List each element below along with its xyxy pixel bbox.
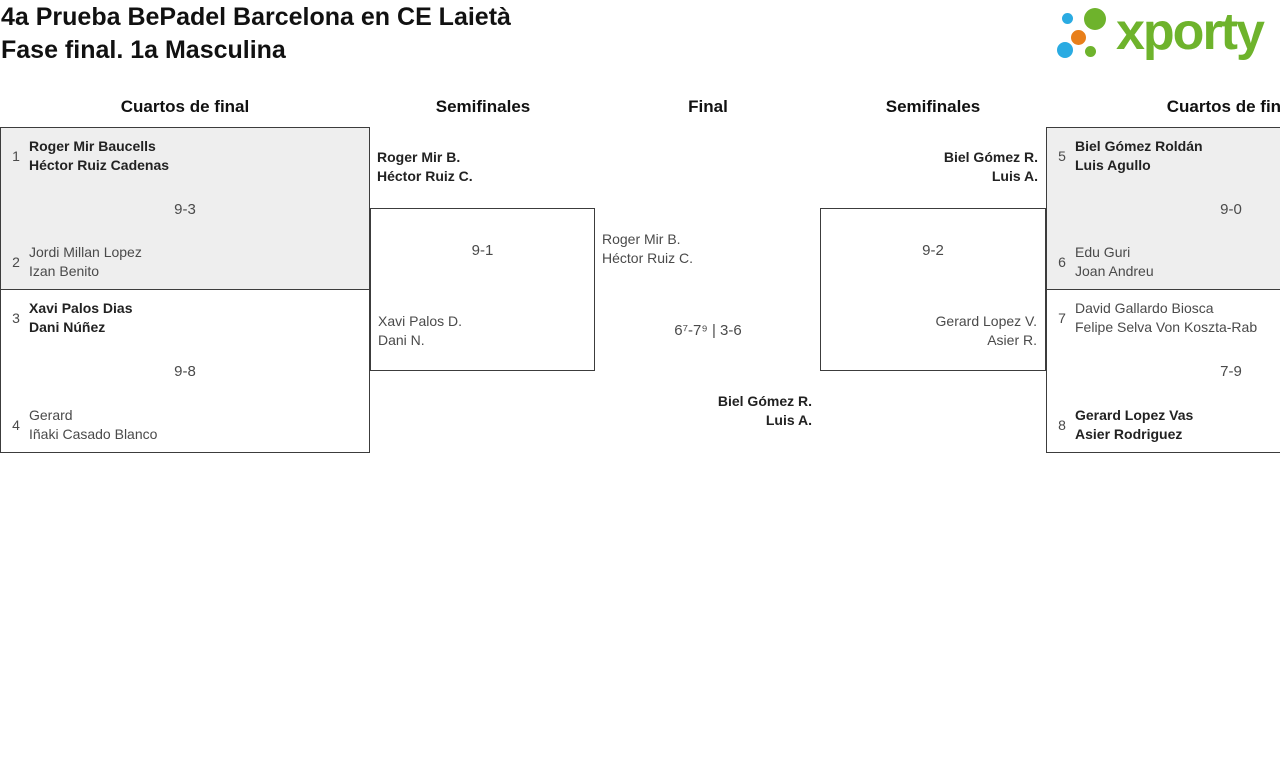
player-name: Gerard Lopez V. <box>935 313 1037 329</box>
player-name: Biel Gómez R. <box>717 393 812 409</box>
logo-dot-blue-small <box>1062 13 1073 24</box>
player-name: Izan Benito <box>29 263 100 279</box>
seed-number: 1 <box>12 148 20 164</box>
column-header-semifinals-right: Semifinales <box>885 97 981 116</box>
seed-number: 2 <box>12 254 20 270</box>
match-quarterfinal-3: 5 Biel Gómez Roldán Luis Agullo 9-0 6 Ed… <box>1046 127 1280 290</box>
team-entry: 1 Roger Mir Baucells Héctor Ruiz Cadenas <box>9 137 169 175</box>
player-name: Edu Guri <box>1075 244 1131 260</box>
final-score: 6⁷-7⁹ | 3-6 <box>674 322 742 339</box>
player-name: Luis Agullo <box>1075 157 1151 173</box>
player-name: Roger Mir Baucells <box>29 138 156 154</box>
player-name: Joan Andreu <box>1075 263 1154 279</box>
player-name: Héctor Ruiz Cadenas <box>29 157 170 173</box>
final-team-left: Roger Mir B. Héctor Ruiz C. <box>602 230 693 268</box>
match-score: 9-3 <box>174 201 196 218</box>
seed-number: 7 <box>1058 310 1066 326</box>
team-names: Gerard Lopez Vas Asier Rodriguez <box>1075 406 1193 444</box>
seed-number: 3 <box>12 310 20 326</box>
match-semifinal-right: 9-2 Gerard Lopez V. Asier R. <box>820 208 1046 371</box>
player-name: Gerard <box>29 407 73 423</box>
team-names: Gerard Iñaki Casado Blanco <box>29 406 157 444</box>
column-header-quarterfinals-right: Cuartos de final <box>1166 97 1280 116</box>
final-team-right: Biel Gómez R. Luis A. <box>595 392 812 430</box>
team-entry: 5 Biel Gómez Roldán Luis Agullo <box>1055 137 1203 175</box>
logo-dot-orange <box>1071 30 1086 45</box>
player-name: Xavi Palos Dias <box>29 300 133 316</box>
team-entry: 2 Jordi Millan Lopez Izan Benito <box>9 243 142 281</box>
logo-wordmark: xporty <box>1116 3 1265 61</box>
team-entry: 3 Xavi Palos Dias Dani Núñez <box>9 299 133 337</box>
team-names: Edu Guri Joan Andreu <box>1075 243 1154 281</box>
match-score: 9-0 <box>1220 201 1242 218</box>
player-name: Xavi Palos D. <box>378 313 463 329</box>
player-name: Asier R. <box>987 332 1037 348</box>
player-name: Héctor Ruiz C. <box>377 168 473 184</box>
player-name: Jordi Millan Lopez <box>29 244 142 260</box>
seed-number: 8 <box>1058 417 1066 433</box>
player-name: Luis A. <box>765 412 812 428</box>
player-name: Dani N. <box>378 332 425 348</box>
team-names: David Gallardo Biosca Felipe Selva Von K… <box>1075 299 1257 337</box>
player-name: Gerard Lopez Vas <box>1075 407 1194 423</box>
player-name: Luis A. <box>991 168 1038 184</box>
player-name: Iñaki Casado Blanco <box>29 426 158 442</box>
match-quarterfinal-1: 1 Roger Mir Baucells Héctor Ruiz Cadenas… <box>0 127 370 290</box>
match-score: 7-9 <box>1220 363 1242 380</box>
team-names: Biel Gómez Roldán Luis Agullo <box>1075 137 1203 175</box>
team-entry: 8 Gerard Lopez Vas Asier Rodriguez <box>1055 406 1193 444</box>
match-quarterfinal-2: 3 Xavi Palos Dias Dani Núñez 9-8 4 Gerar… <box>0 289 370 453</box>
page-title: 4a Prueba BePadel Barcelona en CE Laietà… <box>1 1 511 67</box>
team-entry: 7 David Gallardo Biosca Felipe Selva Von… <box>1055 299 1257 337</box>
semifinal-left-winner: Roger Mir B. Héctor Ruiz C. <box>377 148 473 186</box>
team-names: Roger Mir Baucells Héctor Ruiz Cadenas <box>29 137 169 175</box>
logo-dot-green-large <box>1084 8 1106 30</box>
match-score: 9-1 <box>471 242 494 259</box>
team-entry: 4 Gerard Iñaki Casado Blanco <box>9 406 157 444</box>
player-name: Biel Gómez Roldán <box>1075 138 1203 154</box>
column-header-final: Final <box>688 97 728 116</box>
phase-name: Fase final. 1a Masculina <box>1 36 286 64</box>
player-name: Asier Rodriguez <box>1075 426 1183 442</box>
team-names: Xavi Palos Dias Dani Núñez <box>29 299 133 337</box>
seed-number: 5 <box>1058 148 1066 164</box>
semifinal-right-winner: Biel Gómez R. Luis A. <box>820 148 1038 186</box>
column-header-quarterfinals-left: Cuartos de final <box>120 97 250 116</box>
xporty-logo[interactable]: xporty <box>1048 3 1280 75</box>
player-name: Felipe Selva Von Koszta-Rab <box>1075 319 1258 335</box>
semifinal-right-loser: Gerard Lopez V. Asier R. <box>936 312 1037 350</box>
column-header-semifinals-left: Semifinales <box>435 97 531 116</box>
tournament-name: 4a Prueba BePadel Barcelona en CE Laietà <box>1 3 511 31</box>
team-names: Jordi Millan Lopez Izan Benito <box>29 243 142 281</box>
player-name: Roger Mir B. <box>377 149 461 165</box>
match-semifinal-left: 9-1 Xavi Palos D. Dani N. <box>370 208 595 371</box>
match-score: 9-2 <box>922 242 944 259</box>
player-name: David Gallardo Biosca <box>1075 300 1214 316</box>
seed-number: 6 <box>1058 254 1066 270</box>
player-name: Héctor Ruiz C. <box>602 250 694 266</box>
match-score: 9-8 <box>174 363 196 380</box>
player-name: Biel Gómez R. <box>943 149 1038 165</box>
player-name: Dani Núñez <box>29 319 106 335</box>
seed-number: 4 <box>12 417 20 433</box>
logo-dot-green-small <box>1085 46 1096 57</box>
match-quarterfinal-4: 7 David Gallardo Biosca Felipe Selva Von… <box>1046 289 1280 453</box>
logo-dot-blue-large <box>1057 42 1073 58</box>
player-name: Roger Mir B. <box>602 231 681 247</box>
team-entry: 6 Edu Guri Joan Andreu <box>1055 243 1154 281</box>
semifinal-left-loser: Xavi Palos D. Dani N. <box>378 312 462 350</box>
